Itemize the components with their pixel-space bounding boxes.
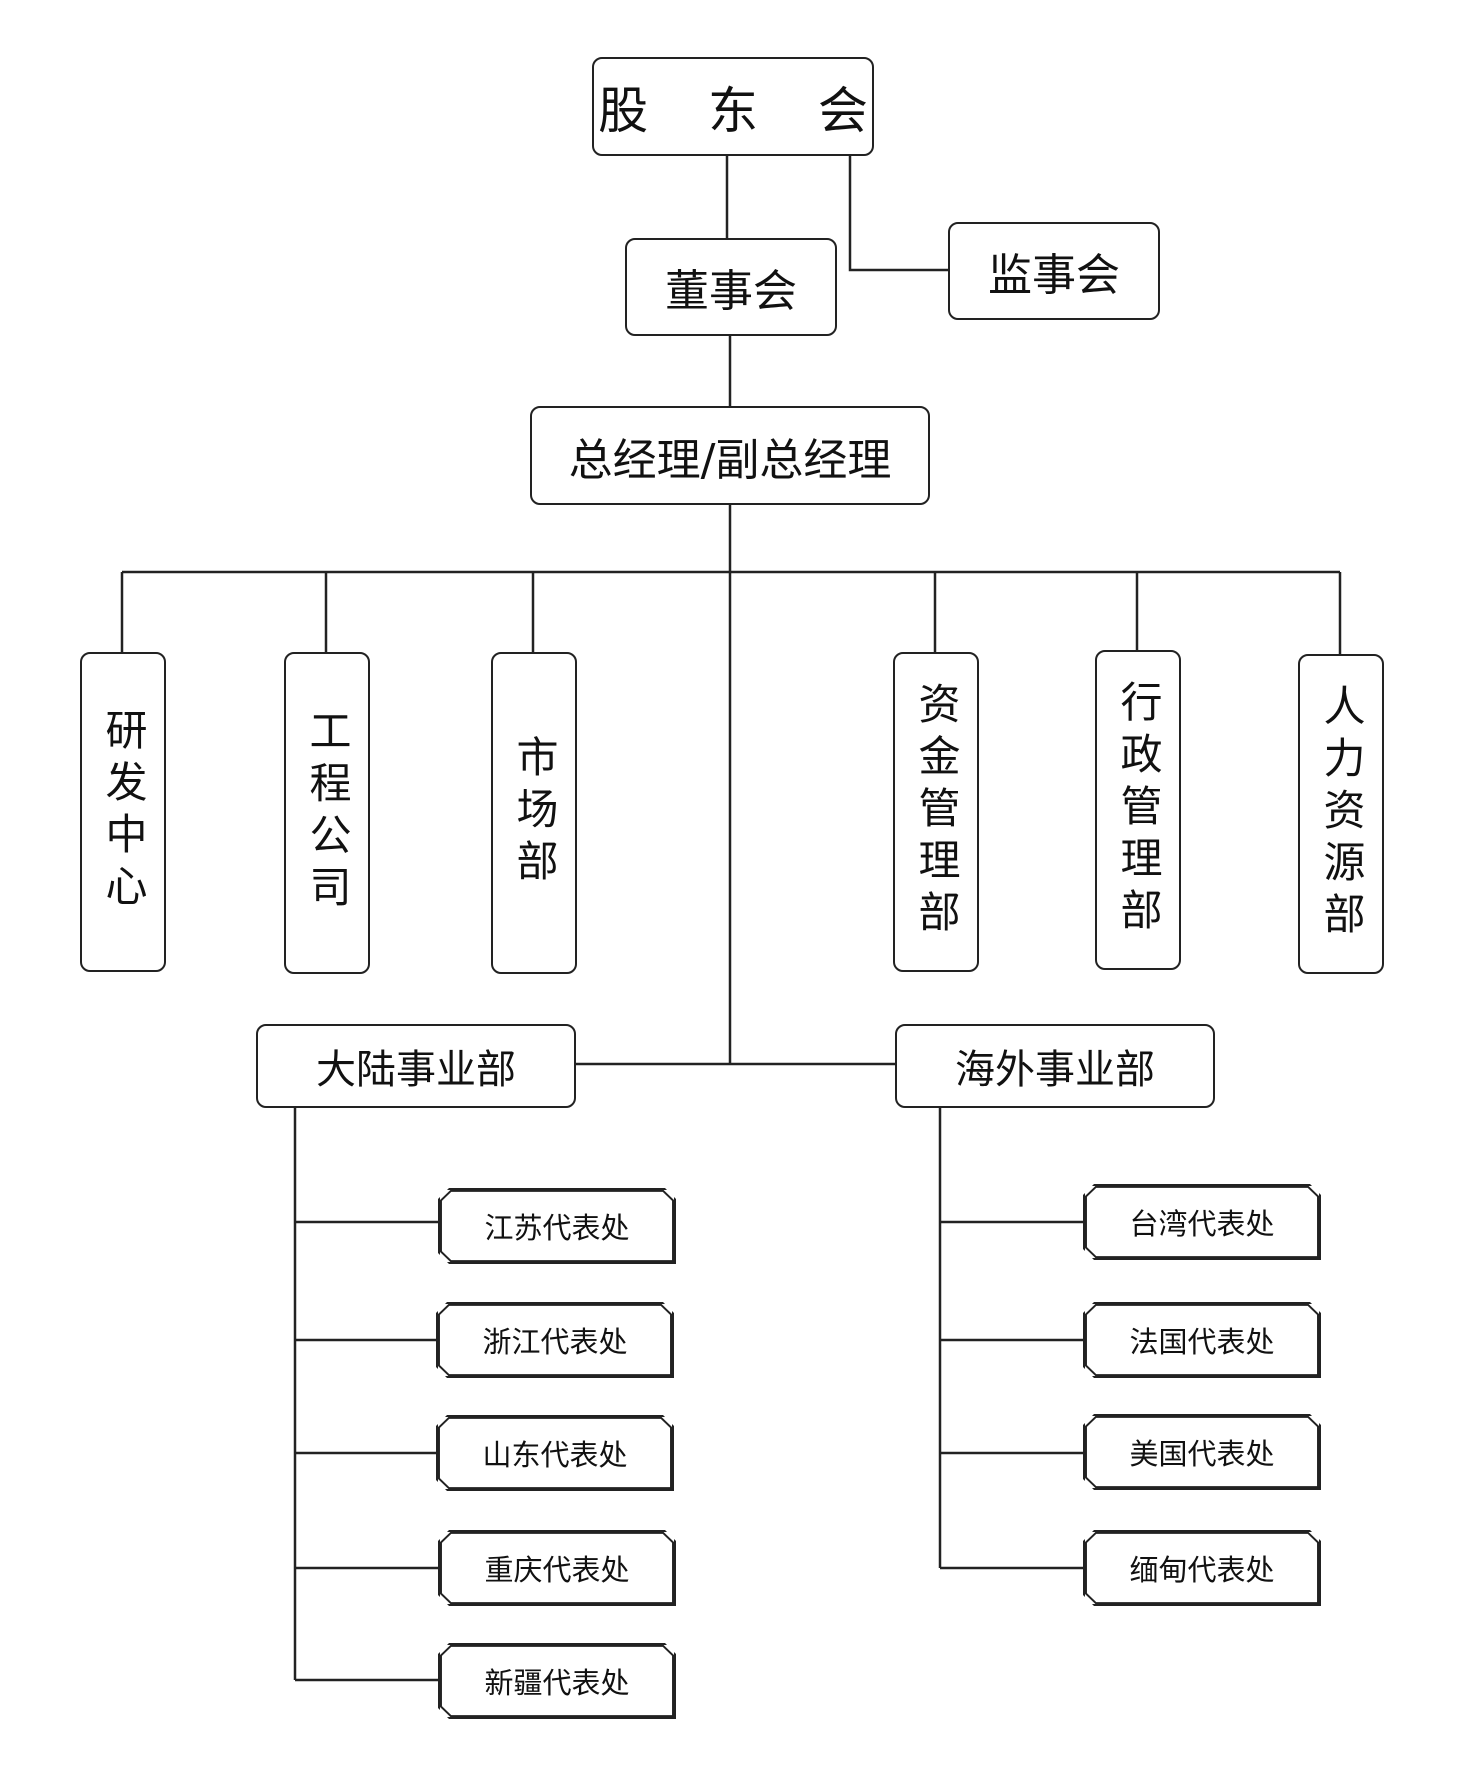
department-label: 行政管理部 [1114,680,1163,940]
department-label: 市场部 [510,735,559,891]
general-manager-box: 总经理/副总经理 [530,406,930,505]
office-border [440,1532,674,1604]
office-border [438,1417,672,1489]
general-manager-label: 总经理/副总经理 [568,434,892,486]
department-label: 资金管理部 [912,682,961,942]
supervisors-box: 监事会 [948,222,1160,320]
office-border [440,1645,674,1717]
department-box-rd: 研发中心 [80,652,166,972]
department-label: 研发中心 [99,708,148,916]
mainland-division-box: 大陆事业部 [256,1024,576,1108]
shareholders-label: 股 东 会 [598,81,890,140]
office-label: 山东代表处 [482,1438,628,1472]
overseas-division-label: 海外事业部 [955,1047,1155,1093]
board-box: 董事会 [625,238,837,336]
office-label: 新疆代表处 [484,1666,630,1700]
office-box: 台湾代表处 [1083,1184,1321,1260]
shareholders-box: 股 东 会 [592,57,874,156]
office-border [438,1304,672,1376]
office-label: 缅甸代表处 [1129,1553,1275,1587]
office-label: 美国代表处 [1129,1437,1275,1471]
supervisors-label: 监事会 [988,250,1120,301]
office-label: 台湾代表处 [1129,1207,1275,1241]
office-border [1085,1304,1319,1376]
department-box-marketing: 市场部 [491,652,577,974]
office-box: 缅甸代表处 [1083,1530,1321,1606]
office-border [1085,1416,1319,1488]
mainland-division-label: 大陆事业部 [316,1047,516,1093]
office-label: 法国代表处 [1129,1325,1275,1359]
office-box: 法国代表处 [1083,1302,1321,1378]
office-box: 新疆代表处 [438,1643,676,1719]
department-label: 工程公司 [303,709,352,917]
office-label: 重庆代表处 [484,1553,630,1587]
office-box: 江苏代表处 [438,1188,676,1264]
office-box: 山东代表处 [436,1415,674,1491]
department-box-hr: 人力资源部 [1298,654,1384,974]
overseas-division-box: 海外事业部 [895,1024,1215,1108]
office-label: 江苏代表处 [484,1211,630,1245]
office-box: 浙江代表处 [436,1302,674,1378]
board-label: 董事会 [665,266,797,317]
department-label: 人力资源部 [1317,684,1366,944]
department-box-administration: 行政管理部 [1095,650,1181,970]
office-label: 浙江代表处 [482,1325,628,1359]
department-box-engineering: 工程公司 [284,652,370,974]
department-box-finance: 资金管理部 [893,652,979,972]
office-box: 美国代表处 [1083,1414,1321,1490]
office-border [1085,1186,1319,1258]
office-box: 重庆代表处 [438,1530,676,1606]
office-border [440,1190,674,1262]
office-border [1085,1532,1319,1604]
